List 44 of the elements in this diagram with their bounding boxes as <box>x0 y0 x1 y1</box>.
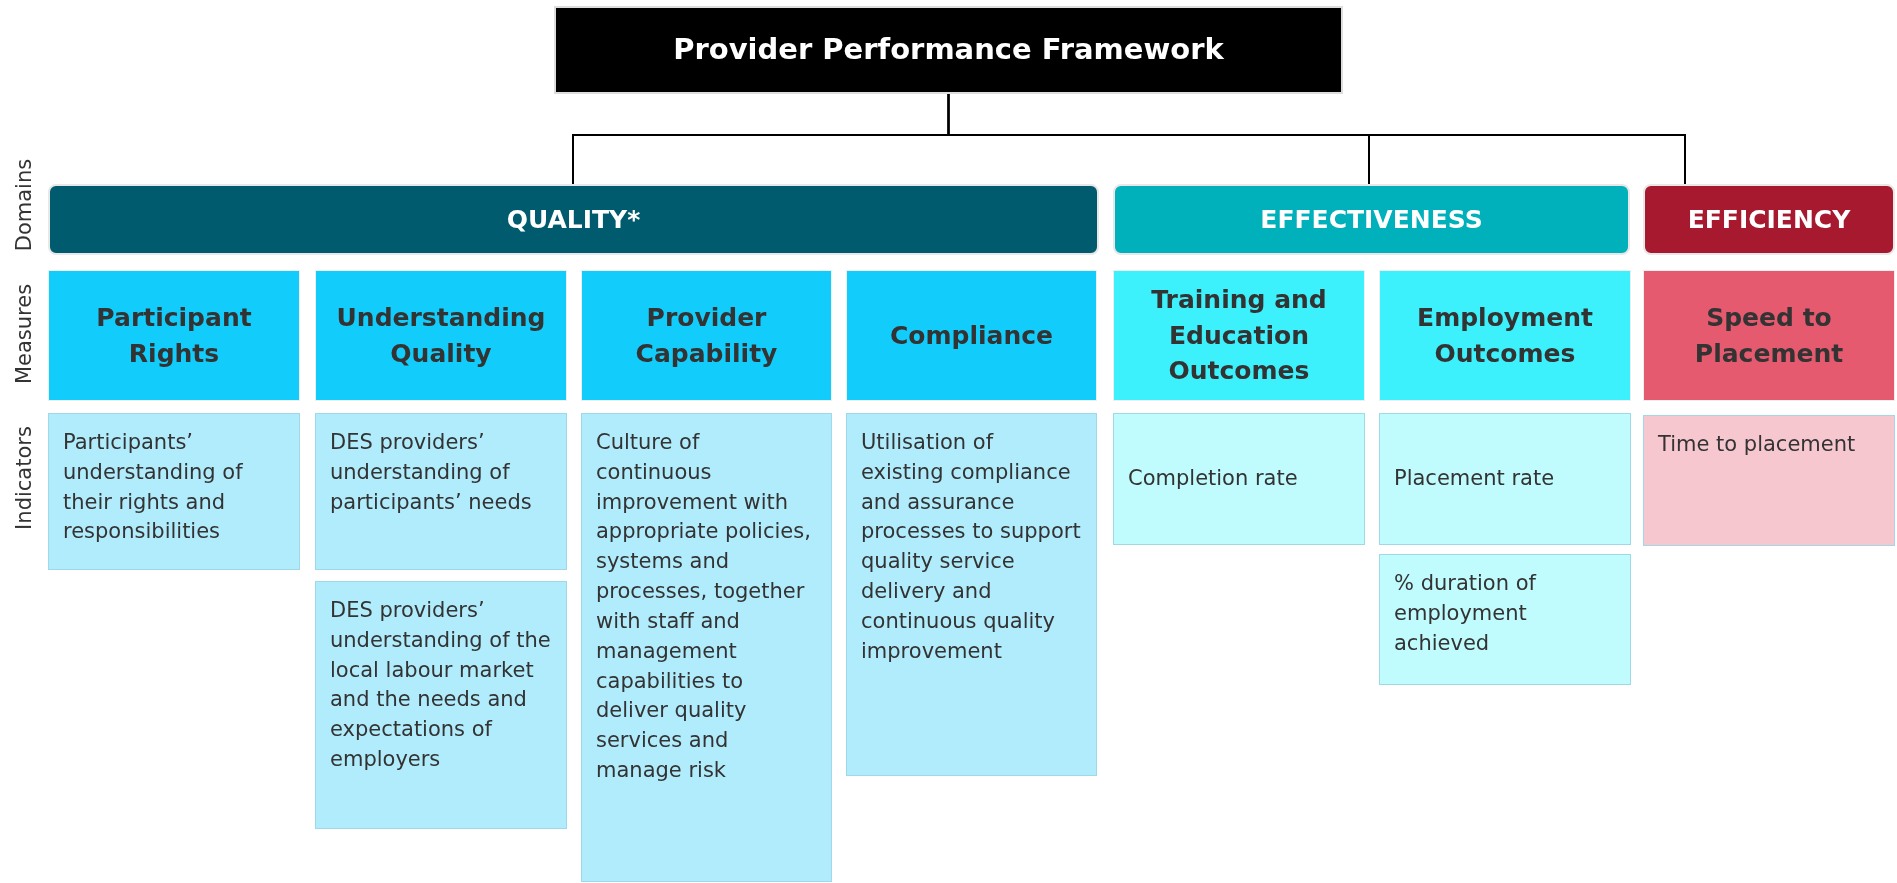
measure-label: Understanding Quality <box>335 302 547 370</box>
domain-banner <box>48 184 1099 255</box>
measure-label: Participant Rights <box>95 302 253 370</box>
measure-label: Provider Capability <box>634 302 779 370</box>
indicator-text: Utilisation of existing compliance and assurance processes to support quality service delivery and continuous quality improvement <box>861 429 1082 665</box>
indicator-box <box>846 413 1097 776</box>
connector-line <box>947 93 1686 185</box>
indicator-box <box>581 413 832 882</box>
row-label: Domains <box>12 158 37 252</box>
indicator-text: Time to placement <box>1658 431 1857 458</box>
domain-banner <box>1113 184 1630 255</box>
indicator-box <box>48 413 300 570</box>
indicator-text: % duration of employment achieved <box>1394 570 1538 657</box>
indicator-text: DES providers’ understanding of the local labour market and the needs and expectations of employers <box>330 597 552 774</box>
measure-box <box>1643 270 1895 401</box>
indicator-box <box>1643 415 1895 546</box>
indicator-text: Completion rate <box>1128 465 1299 493</box>
measure-box <box>1113 270 1365 401</box>
title-text: Provider Performance Framework <box>672 31 1225 69</box>
title-box <box>554 6 1343 94</box>
measure-box <box>48 270 300 401</box>
domain-label: QUALITY* <box>505 203 642 236</box>
indicator-text: Placement rate <box>1394 465 1556 493</box>
measure-label: Speed to Placement <box>1693 302 1845 370</box>
indicator-text: Culture of continuous improvement with appropriate policies, systems and processes, together with staff and management capabilities to deliver quality services and manage risk <box>596 429 812 784</box>
indicator-text: DES providers’ understanding of participants’ needs <box>330 429 533 516</box>
indicator-box <box>1379 554 1631 685</box>
domain-label: EFFICIENCY <box>1686 203 1852 236</box>
indicator-text: Participants’ understanding of their rights and responsibilities <box>63 429 244 546</box>
indicator-box <box>315 581 567 829</box>
measure-box <box>581 270 832 401</box>
domain-label: EFFECTIVENESS <box>1259 203 1484 236</box>
measure-box <box>315 270 567 401</box>
measure-label: Training and Education Outcomes <box>1150 284 1328 388</box>
indicator-box <box>1113 413 1365 545</box>
indicator-box <box>1379 413 1631 545</box>
measure-box <box>846 270 1097 401</box>
row-label: Measures <box>12 283 37 385</box>
domain-banner <box>1643 184 1895 255</box>
measure-box <box>1379 270 1631 401</box>
indicator-box <box>315 413 567 570</box>
measure-label: Compliance <box>888 319 1055 352</box>
row-label: Indicators <box>11 426 36 530</box>
measure-label: Employment Outcomes <box>1416 302 1594 370</box>
